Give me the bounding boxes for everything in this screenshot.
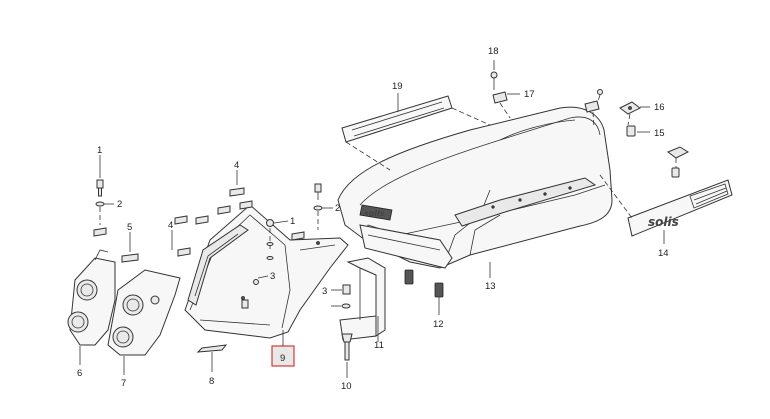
callout-9: 9	[280, 353, 285, 364]
part-8-front-grille	[187, 224, 249, 372]
part-10-bolt	[341, 333, 353, 378]
hood-assembly: solis	[337, 106, 613, 269]
callout-13: 13	[485, 281, 496, 292]
part-6-lamp-assembly	[67, 249, 116, 365]
hood-lower-panel	[359, 224, 453, 269]
part-16-clip	[619, 101, 650, 126]
part-5-bracket	[121, 232, 139, 263]
callout-19: 19	[392, 81, 403, 92]
part-3-washer	[331, 284, 351, 309]
part-17-bracket	[492, 91, 600, 129]
callout-3-mid: 3	[270, 271, 275, 282]
callout-11: 11	[374, 340, 384, 351]
part-16-clip-b	[667, 146, 690, 178]
callout-16: 16	[654, 102, 665, 113]
part-2-washer-mid	[313, 183, 333, 230]
callout-7: 7	[121, 378, 126, 389]
part-19-grille-strip	[341, 93, 491, 171]
grille-brand-text: solis	[648, 215, 679, 229]
part-14-side-grille: solis	[599, 174, 733, 244]
callout-17: 17	[524, 89, 535, 100]
callout-10: 10	[341, 381, 352, 392]
part-3-screw-mid	[241, 275, 269, 309]
callout-2-mid: 2	[335, 203, 340, 214]
callout-3-right: 3	[322, 286, 327, 297]
callout-15: 15	[654, 128, 665, 139]
hood-brand-text: solis	[364, 209, 385, 218]
callout-9-highlighted: 9	[271, 345, 295, 367]
part-1-screw-mid	[266, 219, 289, 260]
callout-1-mid: 1	[290, 216, 295, 227]
callout-12: 12	[433, 319, 444, 330]
callout-8: 8	[209, 376, 214, 387]
part-4-clip-left	[171, 215, 209, 257]
hood-badge: solis	[359, 204, 393, 221]
callout-6: 6	[77, 368, 82, 379]
part-4-clip-top	[217, 170, 305, 241]
part-1-screw-left	[96, 155, 104, 197]
callout-4-top: 4	[234, 160, 239, 171]
callout-2-left: 2	[117, 199, 122, 210]
callout-labels: 1 2 1 2 3 4 4 5 6 7 8 9 3 10 11 12 13 14…	[77, 46, 669, 392]
callout-5: 5	[127, 222, 132, 233]
callout-4-left: 4	[168, 220, 173, 231]
part-7-headlight-housing	[107, 269, 181, 375]
part-12-spring	[404, 269, 444, 315]
leader-lines	[282, 262, 491, 346]
callout-14: 14	[658, 248, 669, 259]
part-15-spacer	[626, 125, 650, 137]
part-9-lower-panel	[184, 204, 349, 339]
callout-18: 18	[488, 46, 499, 57]
callout-1-left: 1	[97, 145, 102, 156]
part-18-screw	[490, 60, 603, 102]
part-2-washer-left	[93, 201, 114, 237]
